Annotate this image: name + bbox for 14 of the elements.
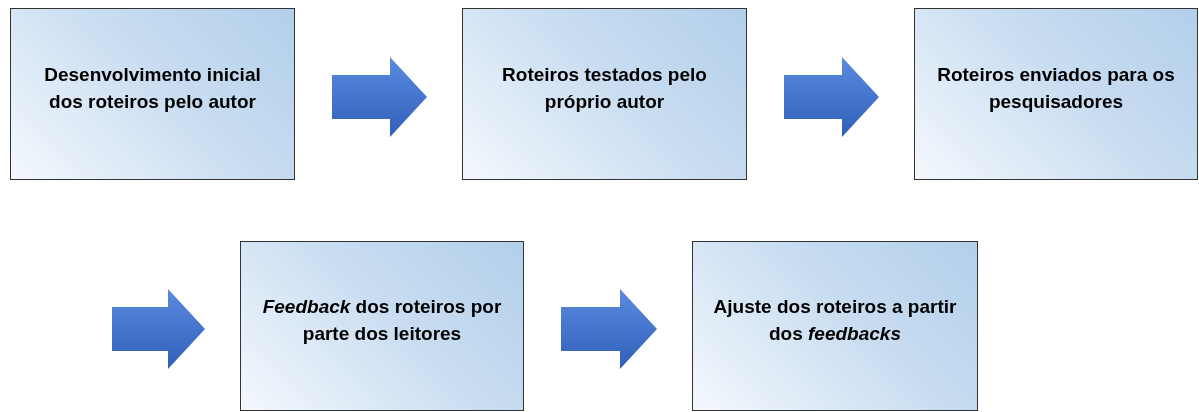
block-arrow (332, 57, 427, 137)
box-text: Ajuste dos roteiros a partir dos feedbacks (713, 295, 957, 346)
process-box (914, 8, 1198, 180)
box-text: Feedback dos roteiros por parte dos leitores (261, 295, 503, 346)
process-box (692, 241, 978, 411)
process-box (10, 8, 295, 180)
box-text: Desenvolvimento inicial dos roteiros pelo autor (43, 63, 262, 114)
process-box (462, 8, 747, 180)
box-text: Roteiros enviados para os pesquisadores (936, 63, 1176, 114)
box-text: Roteiros testados pelo próprio autor (501, 63, 708, 114)
process-box (240, 241, 524, 411)
block-arrow (561, 289, 657, 369)
block-arrow (112, 289, 205, 369)
block-arrow (784, 57, 879, 137)
